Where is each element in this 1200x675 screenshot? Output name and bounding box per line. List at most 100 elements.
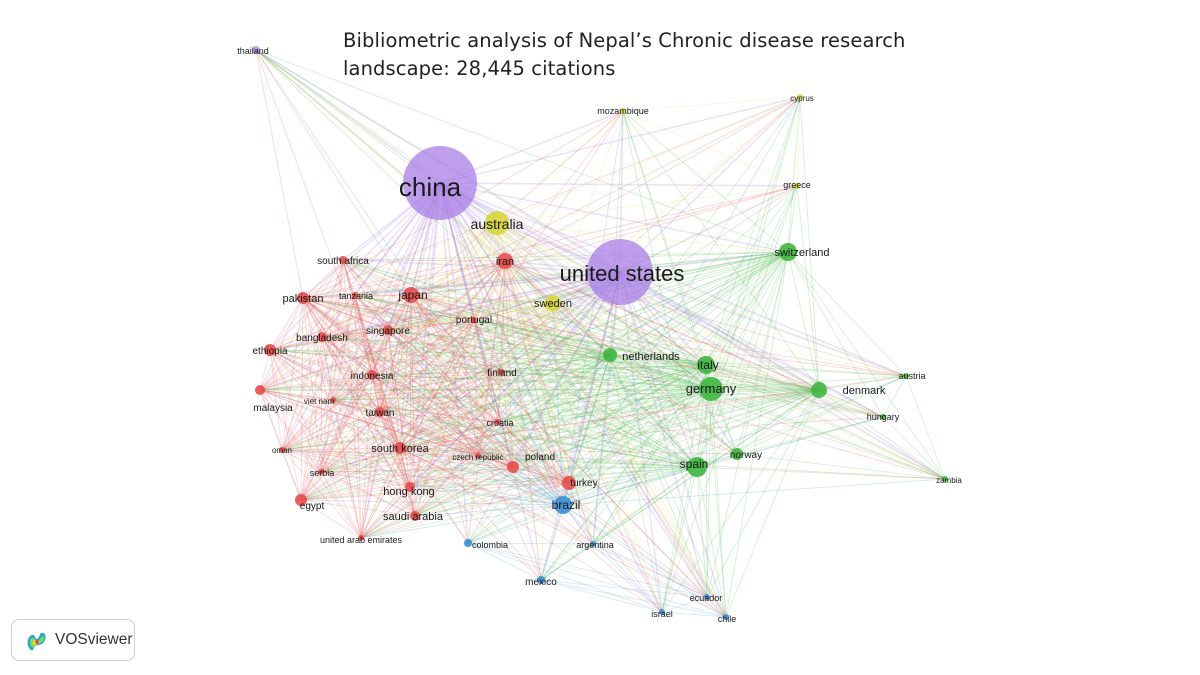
label-bangladesh[interactable]: bangladesh <box>296 333 348 344</box>
label-switzerland[interactable]: switzerland <box>774 247 829 259</box>
label-tanzania[interactable]: tanzania <box>339 291 373 301</box>
label-czech-republic[interactable]: czech republic <box>452 453 503 462</box>
label-finland[interactable]: finland <box>487 368 516 379</box>
node-denmark[interactable] <box>811 382 827 398</box>
node-colombia[interactable] <box>464 539 472 547</box>
node-indonesia[interactable] <box>367 370 377 380</box>
label-mexico[interactable]: mexico <box>525 577 557 588</box>
node-argentina[interactable] <box>590 541 596 547</box>
node-thailand[interactable] <box>252 46 260 54</box>
label-germany[interactable]: germany <box>686 381 737 396</box>
label-united-arab-emirates[interactable]: united arab emirates <box>320 535 403 545</box>
label-oman[interactable]: oman <box>272 446 292 455</box>
node-israel[interactable] <box>659 609 665 615</box>
node-chile[interactable] <box>723 614 729 620</box>
node-greece[interactable] <box>794 183 800 189</box>
node-mexico[interactable] <box>537 576 545 584</box>
label-turkey[interactable]: turkey <box>570 478 597 489</box>
node-oman[interactable] <box>279 447 285 453</box>
label-pakistan[interactable]: pakistan <box>283 293 324 305</box>
node-taiwan[interactable] <box>375 407 385 417</box>
node-finland[interactable] <box>499 369 505 375</box>
node-portugal[interactable] <box>471 317 477 323</box>
node-tanzania[interactable] <box>352 292 358 298</box>
label-brazil[interactable]: brazil <box>552 498 581 512</box>
label-sweden[interactable]: sweden <box>534 298 572 310</box>
node-brazil[interactable] <box>554 496 572 514</box>
node-australia[interactable] <box>485 211 509 235</box>
node-austria[interactable] <box>903 373 909 379</box>
node-iran[interactable] <box>497 253 513 269</box>
label-denmark[interactable]: denmark <box>843 385 886 397</box>
label-iran[interactable]: iran <box>496 256 514 268</box>
node-united-arab-emirates[interactable] <box>358 535 364 541</box>
node-zambia[interactable] <box>942 476 948 482</box>
node-pakistan[interactable] <box>297 292 309 304</box>
label-ecuador[interactable]: ecuador <box>690 593 723 603</box>
node-cyprus[interactable] <box>797 94 803 100</box>
label-greece[interactable]: greece <box>783 180 811 190</box>
label-viet-nam[interactable]: viet nam <box>304 397 335 406</box>
label-portugal[interactable]: portugal <box>456 315 492 326</box>
node-spain[interactable] <box>687 457 707 477</box>
label-serbia[interactable]: serbia <box>310 468 335 478</box>
node-ethiopia[interactable] <box>264 344 276 356</box>
vosviewer-badge[interactable]: VOSviewer <box>11 619 135 661</box>
label-israel[interactable]: israel <box>651 609 673 619</box>
node-saudi-arabia[interactable] <box>410 511 420 521</box>
node-hong-kong[interactable] <box>405 482 415 492</box>
node-switzerland[interactable] <box>779 243 797 261</box>
label-south-korea[interactable]: south korea <box>371 443 429 455</box>
label-chile[interactable]: chile <box>718 614 737 624</box>
node-mozambique[interactable] <box>620 108 626 114</box>
node-bangladesh[interactable] <box>317 332 327 342</box>
node-egypt[interactable] <box>295 494 307 506</box>
node-germany[interactable] <box>699 377 723 401</box>
label-croatia[interactable]: croatia <box>486 418 513 428</box>
label-egypt[interactable]: egypt <box>300 501 325 512</box>
node-japan[interactable] <box>403 287 419 303</box>
label-zambia[interactable]: zambia <box>936 476 962 485</box>
node-italy[interactable] <box>697 356 715 374</box>
node-croatia[interactable] <box>495 419 501 425</box>
label-thailand[interactable]: thailand <box>237 46 269 56</box>
node-south-korea[interactable] <box>394 442 406 454</box>
label-austria[interactable]: austria <box>898 371 925 381</box>
node-czech-republic[interactable] <box>475 453 481 459</box>
node-sweden[interactable] <box>545 295 561 311</box>
label-hungary[interactable]: hungary <box>867 412 900 422</box>
node-united-states[interactable] <box>587 239 653 305</box>
label-indonesia[interactable]: indonesia <box>351 371 394 382</box>
label-saudi-arabia[interactable]: saudi arabia <box>383 511 444 523</box>
label-colombia[interactable]: colombia <box>472 540 508 550</box>
label-norway[interactable]: norway <box>730 450 762 461</box>
node-south-africa[interactable] <box>339 256 347 264</box>
node-hungary[interactable] <box>880 414 886 420</box>
label-spain[interactable]: spain <box>680 457 709 471</box>
label-taiwan[interactable]: taiwan <box>366 408 395 419</box>
node-ecuador[interactable] <box>704 594 710 600</box>
label-china[interactable]: china <box>399 172 462 202</box>
node-malaysia[interactable] <box>255 385 265 395</box>
label-singapore[interactable]: singapore <box>366 326 410 337</box>
label-australia[interactable]: australia <box>471 216 524 232</box>
node-poland[interactable] <box>507 461 519 473</box>
node-singapore[interactable] <box>383 325 393 335</box>
node-china[interactable] <box>403 146 477 220</box>
node-netherlands[interactable] <box>603 348 617 362</box>
label-united-states[interactable]: united states <box>560 261 685 286</box>
label-italy[interactable]: italy <box>697 358 718 372</box>
label-japan[interactable]: japan <box>397 288 427 302</box>
label-cyprus[interactable]: cyprus <box>790 94 814 103</box>
node-turkey[interactable] <box>562 476 576 490</box>
node-viet-nam[interactable] <box>330 397 336 403</box>
label-ethiopia[interactable]: ethiopia <box>252 346 287 357</box>
label-mozambique[interactable]: mozambique <box>597 106 649 116</box>
label-poland[interactable]: poland <box>525 452 555 463</box>
label-hong-kong[interactable]: hong kong <box>383 486 434 498</box>
label-south-africa[interactable]: south africa <box>317 256 369 267</box>
label-malaysia[interactable]: malaysia <box>253 403 293 414</box>
label-netherlands[interactable]: netherlands <box>622 351 680 363</box>
label-argentina[interactable]: argentina <box>576 540 614 550</box>
